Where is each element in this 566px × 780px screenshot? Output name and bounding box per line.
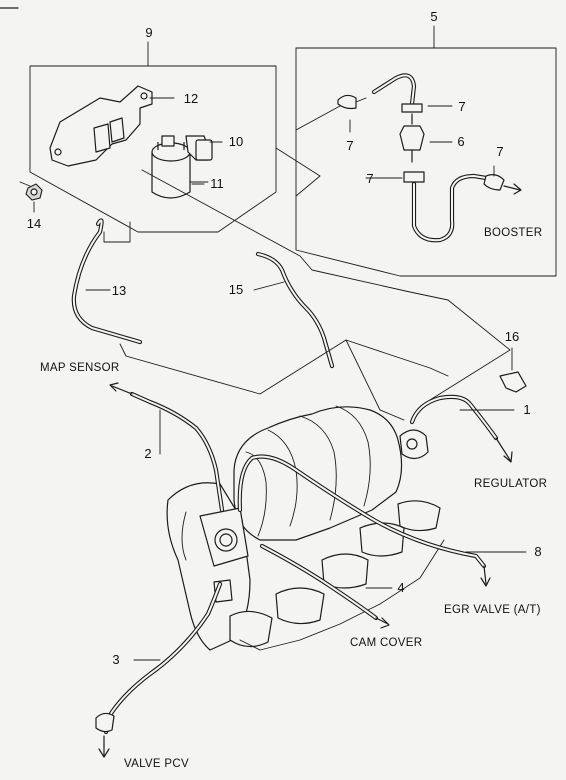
label-cam-cover: CAM COVER [350,637,422,649]
callout-7-clamp-left: 7 [346,138,353,153]
clip-16 [499,347,527,393]
callout-1: 1 [523,402,530,417]
box-5-booster-assembly [295,25,557,277]
guide-lines [103,147,511,421]
solenoid-valve-11 [151,135,223,199]
check-valve-6 [399,113,425,163]
hose-2 [109,382,225,513]
callout-13: 13 [112,283,126,298]
callout-8: 8 [534,544,541,559]
label-egr-valve: EGR VALVE (A/T) [444,604,541,616]
callout-7-clamp-top: 7 [458,99,465,114]
label-map-sensor: MAP SENSOR [40,362,119,374]
hose-15 [255,251,335,369]
callout-5: 5 [430,9,437,24]
label-regulator: REGULATOR [474,478,547,490]
callout-6: 6 [457,134,464,149]
label-valve-pcv: VALVE PCV [124,758,189,770]
callout-11: 11 [210,176,224,191]
intake-manifold [166,405,445,651]
callout-4: 4 [397,580,404,595]
hose-3 [95,581,223,758]
hose-13 [71,218,143,345]
destination-labels: MAP SENSOR BOOSTER REGULATOR EGR VALVE (… [40,227,547,770]
hose-8 [237,454,491,587]
box-9-solenoid-assembly [29,41,277,233]
callout-10: 10 [229,134,243,149]
callout-numbers: 1 2 3 4 5 6 7 7 7 7 8 9 10 11 12 13 14 1… [27,9,542,667]
label-booster: BOOSTER [484,227,542,239]
callout-15: 15 [229,282,243,297]
callout-14: 14 [27,216,41,231]
callout-3: 3 [112,652,119,667]
callout-16: 16 [505,329,519,344]
callout-7-clamp-lower: 7 [366,171,373,186]
callout-2: 2 [144,446,151,461]
nut-14 [19,181,43,213]
hose-4 [259,543,390,629]
callout-9: 9 [145,25,152,40]
bracket-12 [49,85,175,167]
hose-1 [409,394,513,463]
callout-12: 12 [184,91,198,106]
callout-7-clamp-right: 7 [496,144,503,159]
callout-leaders [85,97,527,661]
